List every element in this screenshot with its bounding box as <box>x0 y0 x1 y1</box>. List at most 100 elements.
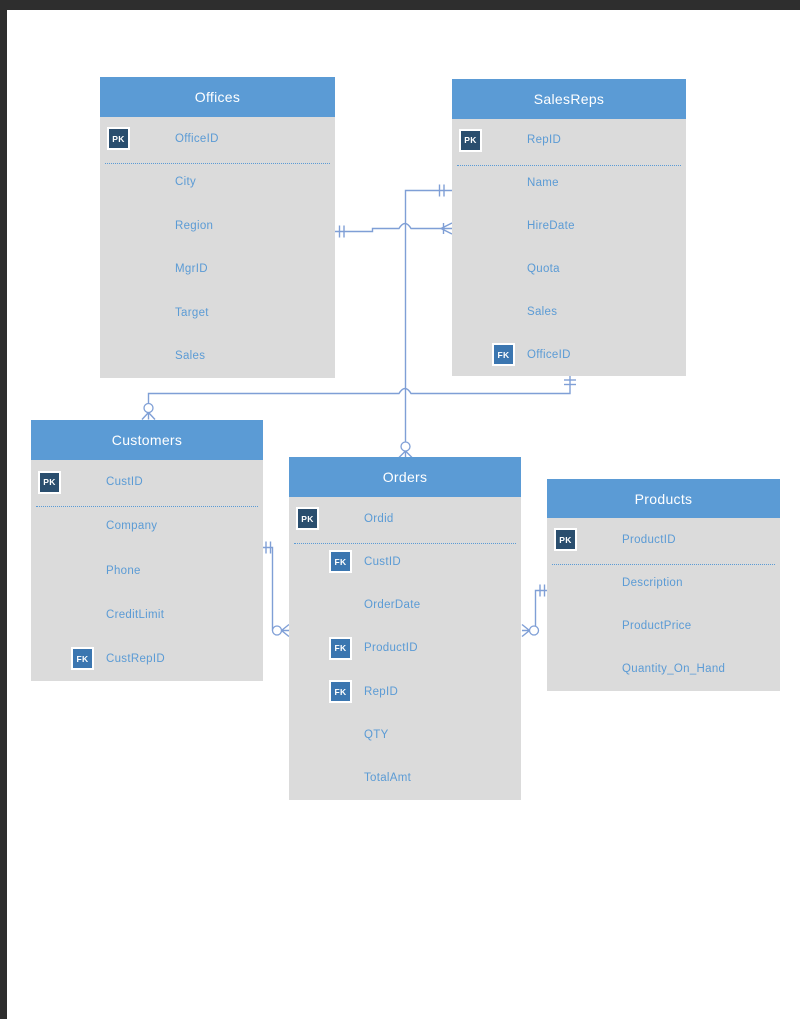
field-label: CustRepID <box>106 652 165 665</box>
pk-separator <box>457 165 681 166</box>
field-row-productid[interactable]: FK ProductID <box>289 627 521 670</box>
entity-header[interactable]: SalesReps <box>452 79 686 119</box>
window-frame-left <box>0 0 7 1019</box>
relationship-products-orders[interactable] <box>521 584 547 638</box>
pk-separator <box>294 543 516 544</box>
field-label: Ordid <box>364 512 394 525</box>
relationship-salesreps-orders[interactable] <box>398 184 452 458</box>
field-label: OrderDate <box>364 599 421 612</box>
entity-title: Orders <box>382 469 428 485</box>
fk-badge: FK <box>329 550 352 574</box>
field-label: Company <box>106 520 158 533</box>
field-label: OfficeID <box>527 348 571 361</box>
relationship-customers-orders[interactable] <box>263 541 290 638</box>
field-label: ProductID <box>364 642 418 655</box>
field-row-repid[interactable]: FK RepID <box>289 670 521 713</box>
field-label: HireDate <box>527 220 575 233</box>
pk-badge: PK <box>38 470 61 494</box>
pk-badge: PK <box>296 507 319 531</box>
field-label: Quantity_On_Hand <box>622 663 726 676</box>
field-row-ordid[interactable]: PK Ordid <box>289 497 521 540</box>
entity-title: Offices <box>194 89 241 105</box>
field-row-name[interactable]: Name <box>452 162 686 205</box>
pk-separator <box>105 163 330 164</box>
pk-separator <box>36 506 258 507</box>
window-frame-top <box>0 0 800 10</box>
field-label: ProductID <box>622 533 676 546</box>
field-label: Name <box>527 177 559 190</box>
field-label: CreditLimit <box>106 608 165 621</box>
field-label: Phone <box>106 564 141 577</box>
field-label: QTY <box>364 729 389 742</box>
field-label: RepID <box>364 685 399 698</box>
fk-badge: FK <box>329 680 352 704</box>
field-row-city[interactable]: City <box>100 161 335 205</box>
field-row-target[interactable]: Target <box>100 291 335 335</box>
field-row-qty[interactable]: QTY <box>289 713 521 756</box>
field-row-hiredate[interactable]: HireDate <box>452 205 686 248</box>
entity-title: SalesReps <box>533 91 605 107</box>
entity-title: Customers <box>111 432 183 448</box>
field-label: Sales <box>527 305 558 318</box>
field-label: CustID <box>106 476 143 489</box>
relationship-offices-salesreps[interactable] <box>335 222 453 238</box>
field-label: Target <box>175 306 209 319</box>
field-row-region[interactable]: Region <box>100 204 335 248</box>
entity-header[interactable]: Orders <box>289 457 521 497</box>
field-row-description[interactable]: Description <box>547 561 780 604</box>
field-row-orderdate[interactable]: OrderDate <box>289 584 521 627</box>
pk-badge: PK <box>107 127 130 151</box>
field-row-sales[interactable]: Sales <box>452 290 686 333</box>
field-label: ProductPrice <box>622 620 692 633</box>
field-label: Region <box>175 219 214 232</box>
entity-title: Products <box>634 490 693 507</box>
field-label: Quota <box>527 262 560 275</box>
field-row-custid[interactable]: PK CustID <box>31 460 263 504</box>
field-row-repid[interactable]: PK RepID <box>452 119 686 162</box>
field-row-phone[interactable]: Phone <box>31 548 263 592</box>
field-row-sales[interactable]: Sales <box>100 335 335 379</box>
field-row-quota[interactable]: Quota <box>452 247 686 290</box>
field-row-totalamt[interactable]: TotalAmt <box>289 757 521 800</box>
field-row-company[interactable]: Company <box>31 504 263 548</box>
field-row-quantity_on_hand[interactable]: Quantity_On_Hand <box>547 648 780 691</box>
pk-separator <box>552 564 775 565</box>
field-label: TotalAmt <box>364 772 412 785</box>
field-label: City <box>175 176 197 189</box>
field-row-officeid[interactable]: PK OfficeID <box>100 117 335 161</box>
field-label: Description <box>622 576 683 589</box>
entity-header[interactable]: Offices <box>100 77 335 117</box>
entity-header[interactable]: Customers <box>31 420 263 460</box>
relationship-salesreps-customers[interactable] <box>141 376 576 420</box>
pk-badge: PK <box>554 528 577 552</box>
fk-badge: FK <box>492 343 515 367</box>
fk-badge: FK <box>71 647 94 671</box>
field-label: RepID <box>527 134 562 147</box>
entity-header[interactable]: Products <box>547 479 780 518</box>
field-row-mgrid[interactable]: MgrID <box>100 248 335 292</box>
field-row-productid[interactable]: PK ProductID <box>547 518 780 561</box>
field-row-officeid[interactable]: FK OfficeID <box>452 333 686 376</box>
field-label: Sales <box>175 350 206 363</box>
fk-badge: FK <box>329 636 352 660</box>
field-row-custrepid[interactable]: FK CustRepID <box>31 637 263 681</box>
pk-badge: PK <box>459 128 482 152</box>
field-row-creditlimit[interactable]: CreditLimit <box>31 593 263 637</box>
field-row-productprice[interactable]: ProductPrice <box>547 605 780 648</box>
field-label: MgrID <box>175 263 208 276</box>
field-label: OfficeID <box>175 132 219 145</box>
